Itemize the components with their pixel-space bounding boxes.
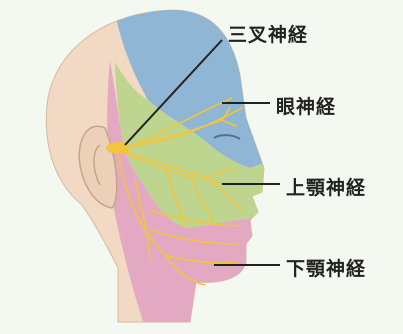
maxillary-nerve-label: 上顎神経 [286, 173, 366, 200]
trigeminal-nerve-label: 三叉神経 [228, 20, 308, 47]
mandibular-nerve-label: 下顎神経 [286, 254, 366, 281]
ophthalmic-nerve-label: 眼神経 [276, 92, 336, 119]
